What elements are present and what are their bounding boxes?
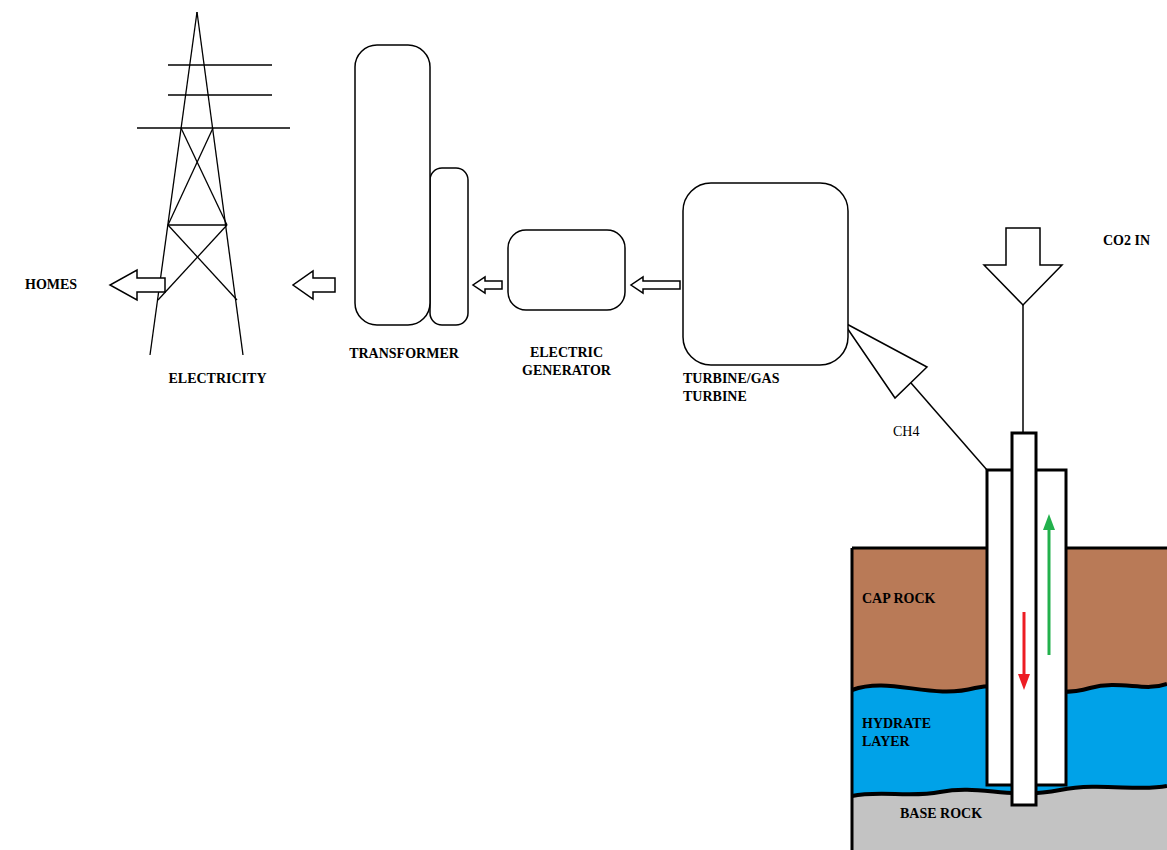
co2-flow-arrow <box>1023 612 1026 676</box>
co2-flow-head <box>1018 674 1030 690</box>
inlet-label: CO2 IN <box>1103 232 1150 250</box>
pylon-lattice <box>181 128 227 225</box>
transformer-core <box>355 45 430 325</box>
pylon-crossarm <box>168 64 272 65</box>
pylon <box>137 12 290 355</box>
flow-arrow <box>473 277 502 293</box>
node-label: HYDRATE LAYER <box>862 715 962 751</box>
cap-rock-band: CAP ROCK <box>862 590 982 612</box>
layer-boundary <box>852 786 1167 796</box>
node-label: CAP ROCK <box>862 590 936 608</box>
pylon-lattice <box>168 224 227 225</box>
node-label: BASE ROCK <box>900 805 982 823</box>
turbine-body <box>683 183 848 365</box>
co2-pipe <box>1022 305 1024 433</box>
hydrate-layer-band: HYDRATE LAYER <box>862 715 982 755</box>
flow-arrow <box>631 277 680 293</box>
pylon-lattice <box>158 225 227 300</box>
ch4-flow-arrow <box>1048 528 1051 655</box>
pylon-leg <box>197 12 243 355</box>
homes-arrow <box>110 270 165 300</box>
flow-arrow <box>293 271 335 299</box>
generator-node: ELECTRIC GENERATOR <box>505 230 628 385</box>
ground-edge <box>851 548 854 850</box>
node-label: TRANSFORMER <box>349 345 459 363</box>
transformer-coil <box>430 168 468 325</box>
homes-label: HOMES <box>25 276 77 294</box>
node-label: ELECTRICITY <box>168 370 266 388</box>
pylon-lattice <box>168 128 213 225</box>
injection-tube <box>1012 433 1036 805</box>
generator-body <box>508 230 625 310</box>
co2-inlet-arrow <box>984 228 1062 305</box>
ch4-flow-head <box>1043 514 1055 530</box>
base-rock-band: BASE ROCK <box>900 805 1005 825</box>
node-label: TURBINE/GAS TURBINE <box>683 370 801 406</box>
pylon-lattice <box>168 225 237 300</box>
node-label: ELECTRIC GENERATOR <box>514 344 619 380</box>
pylon-leg <box>150 12 197 355</box>
pylon-crossarm <box>168 94 272 95</box>
pylon-node: ELECTRICITY <box>145 12 290 392</box>
ch4-pipe <box>911 383 987 470</box>
gas-label: CH4 <box>893 423 919 441</box>
transformer-node: TRANSFORMER <box>338 45 470 365</box>
turbine-node: TURBINE/GAS TURBINE <box>683 183 848 408</box>
